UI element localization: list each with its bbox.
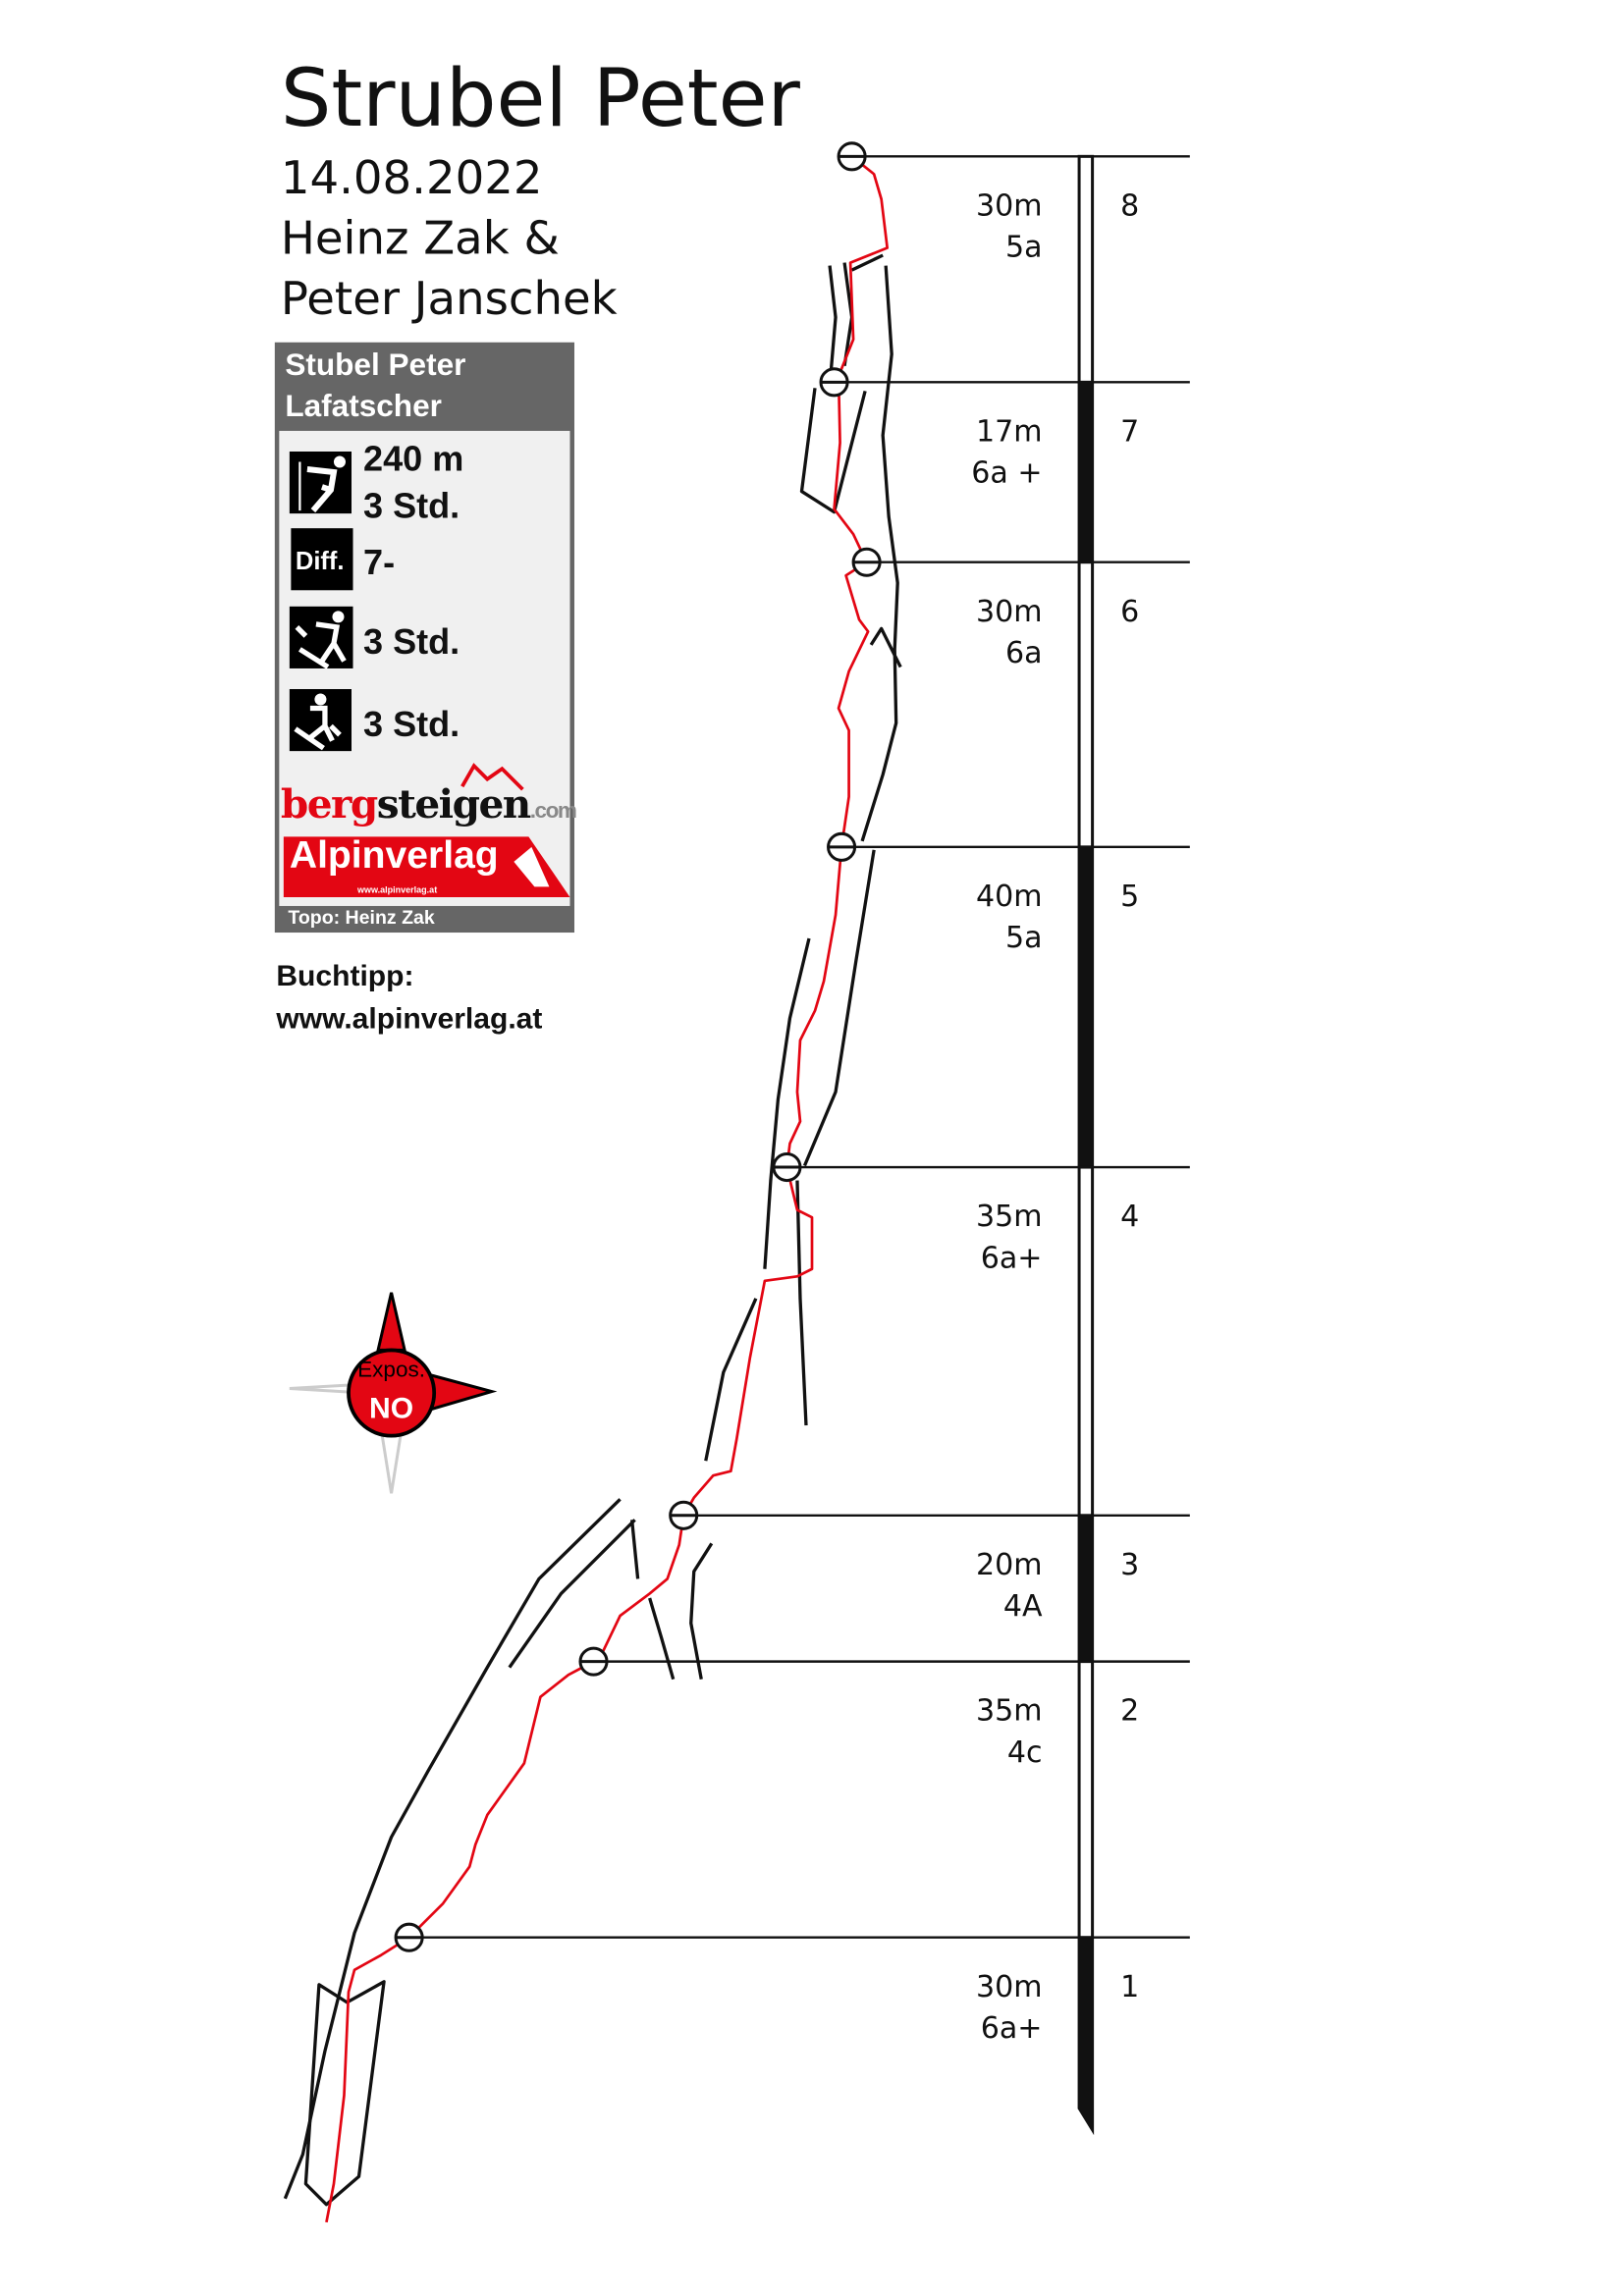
pitch-number: 8 (1120, 188, 1139, 223)
svg-text:bergsteigen.com: bergsteigen.com (281, 780, 576, 828)
pitch-number: 1 (1120, 1970, 1139, 2004)
pitch-length: 35m (976, 1200, 1043, 1234)
info-box: Stubel Peter Lafatscher 240 m 3 Std. Dif… (274, 342, 577, 934)
pitch-grade: 4A (1003, 1589, 1043, 1624)
book-tip-label: Buchtipp: (276, 960, 413, 992)
pitch-bar-solid (1077, 1937, 1095, 2136)
page-title: Strubel Peter (281, 53, 801, 145)
descent-hiker-icon (289, 689, 352, 752)
pitch-grade: 6a+ (981, 1241, 1043, 1275)
exposure-value: NO (369, 1393, 413, 1425)
pitch-bar-hollow (1077, 561, 1095, 849)
topo-credit: Topo: Heinz Zak (288, 907, 435, 929)
author-line-2: Peter Janschek (281, 272, 618, 325)
pitch-length: 30m (976, 1970, 1043, 2004)
difficulty-icon-label: Diff. (296, 548, 345, 575)
pitch-number: 6 (1120, 595, 1139, 629)
book-tip-url[interactable]: www.alpinverlag.at (275, 1003, 542, 1036)
pitch-grade: 5a (1005, 921, 1043, 955)
pitch-grade: 6a+ (981, 2011, 1043, 2046)
bergsteigen-logo: bergsteigen.com (281, 763, 577, 828)
pitch-length: 30m (976, 188, 1043, 223)
rock-features (283, 253, 902, 2207)
difficulty-icon: Diff. (291, 528, 353, 591)
pitch-number: 7 (1120, 414, 1139, 449)
pitch-bar-hollow (1077, 1165, 1095, 1518)
pitch-bar-solid (1077, 846, 1095, 1168)
info-difficulty: 7- (363, 542, 395, 582)
info-route-name: Stubel Peter (285, 347, 465, 382)
alpinverlag-url: www.alpinverlag.at (356, 884, 437, 894)
approach-hiker-icon (289, 606, 353, 669)
pitch-number: 3 (1120, 1548, 1139, 1582)
pitch-bar-hollow (1077, 1660, 1095, 1940)
info-area: Lafatscher (285, 388, 442, 423)
pitch-length: 30m (976, 595, 1043, 629)
pitch-grade: 6a + (971, 456, 1042, 491)
pitch-grade: 4c (1007, 1735, 1043, 1770)
info-approach-time: 3 Std. (363, 621, 460, 662)
exposure-compass: Expos. NO (289, 1292, 498, 1494)
pitch-layer: 30m 5a 8 17m 6a + 7 30m 6a 6 40m 5a 5 35m 6a+ 4 20m 4A 3 3… (394, 141, 1190, 2136)
pitch-bar-solid (1077, 1515, 1095, 1662)
date: 14.08.2022 (281, 151, 543, 204)
pitch-length: 20m (976, 1548, 1043, 1582)
info-climb-time: 3 Std. (363, 486, 460, 526)
author-line-1: Heinz Zak & (281, 212, 560, 265)
pitch-bar-hollow (1077, 154, 1095, 384)
alpinverlag-wordmark: Alpinverlag (290, 834, 499, 877)
exposure-label: Expos. (357, 1357, 425, 1381)
pitch-length: 40m (976, 880, 1043, 914)
climber-icon (289, 451, 352, 514)
pitch-length: 17m (976, 414, 1043, 449)
pitch-grade: 5a (1005, 231, 1043, 265)
pitch-number: 5 (1120, 880, 1139, 914)
pitch-grade: 6a (1005, 636, 1043, 670)
alpinverlag-logo: Alpinverlag www.alpinverlag.at (283, 834, 570, 897)
pitch-number: 4 (1120, 1200, 1139, 1234)
pitch-length: 35m (976, 1694, 1043, 1729)
pitch-number: 2 (1120, 1694, 1139, 1729)
info-height: 240 m (363, 439, 463, 479)
pitch-bar-solid (1077, 382, 1095, 562)
info-descent-time: 3 Std. (363, 704, 460, 744)
